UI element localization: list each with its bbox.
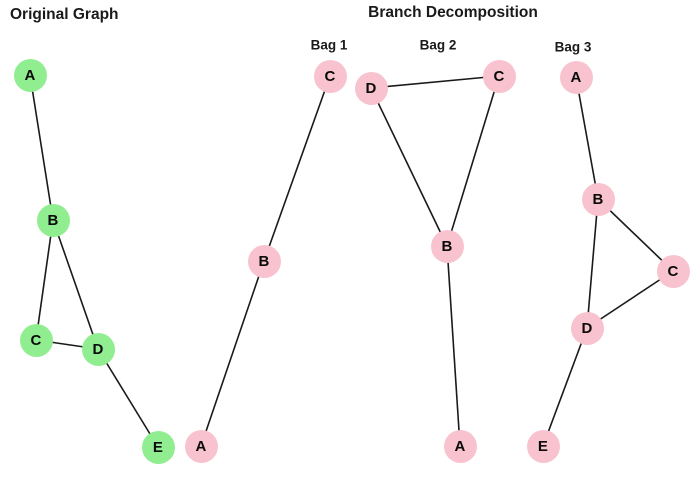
- node-bag-2-C: C: [482, 59, 516, 93]
- node-bag-3-A: A: [559, 60, 593, 94]
- node-label: B: [258, 252, 270, 270]
- edge-bag-3-D-E: [542, 327, 588, 447]
- node-original-graph-A: A: [13, 58, 47, 92]
- node-original-graph-C: C: [19, 323, 53, 357]
- node-bag-3-E: E: [526, 429, 560, 463]
- edge-bag-1-B-A: [200, 260, 265, 447]
- bag-1-label: Bag 1: [310, 37, 348, 53]
- node-label: A: [454, 437, 466, 455]
- edge-bag-3-B-C: [597, 198, 674, 272]
- edge-bag-2-B-A: [446, 245, 461, 447]
- node-label: A: [195, 437, 207, 455]
- node-label: D: [92, 340, 104, 358]
- edge-bag-2-D-C: [370, 75, 500, 89]
- node-bag-1-C: C: [313, 59, 347, 93]
- node-label: B: [592, 190, 604, 208]
- bag-3-label: Bag 3: [554, 39, 592, 55]
- node-bag-2-A: A: [443, 429, 477, 463]
- node-label: C: [30, 331, 42, 349]
- node-label: B: [47, 211, 59, 229]
- edge-original-graph-A-B: [29, 74, 54, 221]
- node-label: A: [570, 68, 582, 86]
- node-label: C: [667, 262, 679, 280]
- node-bag-3-D: D: [570, 311, 604, 345]
- node-label: E: [152, 438, 164, 456]
- node-label: C: [324, 67, 336, 85]
- edge-bag-1-C-B: [263, 75, 331, 262]
- node-label: D: [581, 319, 593, 337]
- bag-2-label: Bag 2: [419, 37, 457, 53]
- node-label: E: [537, 437, 549, 455]
- original-graph-title: Original Graph: [10, 6, 119, 23]
- node-bag-3-B: B: [581, 182, 615, 216]
- edge-original-graph-D-E: [97, 348, 159, 448]
- node-label: A: [24, 66, 36, 84]
- node-original-graph-D: D: [81, 332, 115, 366]
- node-label: D: [365, 79, 377, 97]
- edge-bag-2-D-B: [370, 87, 448, 247]
- edge-bag-2-C-B: [446, 75, 500, 247]
- edge-original-graph-B-D: [52, 219, 99, 350]
- node-original-graph-E: E: [141, 430, 175, 464]
- edge-bag-3-A-B: [575, 76, 599, 200]
- node-label: B: [441, 237, 453, 255]
- node-bag-1-A: A: [184, 429, 218, 463]
- node-original-graph-B: B: [36, 203, 70, 237]
- node-bag-3-C: C: [656, 254, 690, 288]
- node-bag-2-D: D: [354, 71, 388, 105]
- branch-decomposition-title: Branch Decomposition: [368, 4, 538, 21]
- node-bag-2-B: B: [430, 229, 464, 263]
- node-label: C: [493, 67, 505, 85]
- node-bag-1-B: B: [247, 244, 281, 278]
- edge-bag-3-B-D: [586, 198, 599, 329]
- edge-original-graph-B-C: [35, 219, 54, 341]
